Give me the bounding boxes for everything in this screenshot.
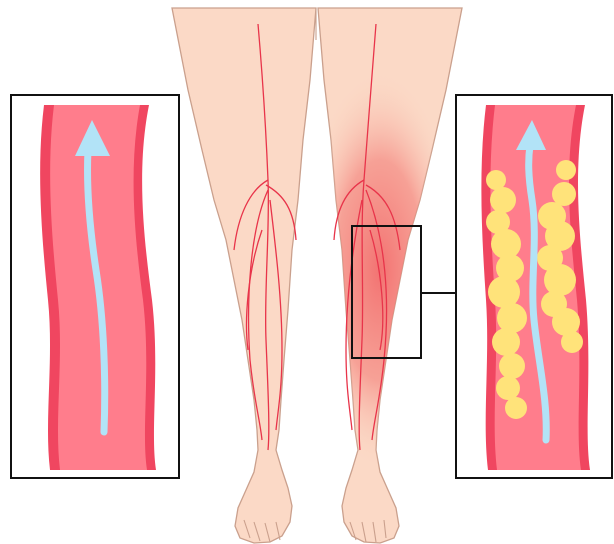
legs-illustration bbox=[172, 8, 462, 543]
clogged-artery-panel bbox=[456, 95, 612, 478]
left-leg bbox=[172, 8, 316, 543]
inflamed-area bbox=[300, 70, 460, 470]
healthy-artery-panel bbox=[11, 95, 179, 478]
